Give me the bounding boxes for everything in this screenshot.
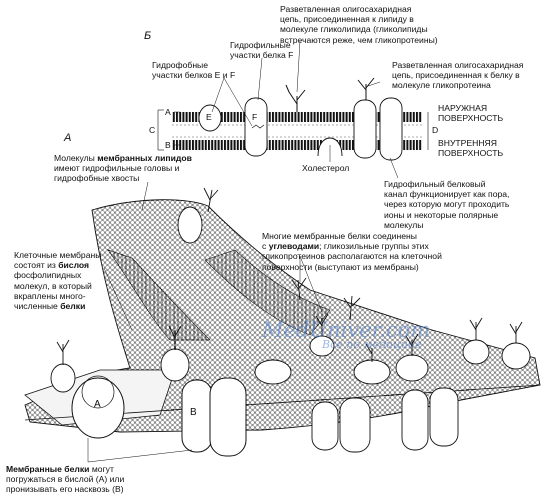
letter-d: D	[432, 125, 439, 135]
letter-b-layer: В	[165, 140, 171, 150]
letter-a-layer: А	[165, 107, 171, 117]
protein-e	[198, 104, 222, 132]
cholesterol-label: Холестерол	[302, 163, 350, 173]
inner-surface-label: ВНУТРЕННЯЯ ПОВЕРХНОСТЬ	[438, 138, 504, 159]
carbohydrates-label: Многие мембранные белки соединены с угле…	[262, 231, 442, 272]
letter-f: F	[252, 112, 258, 122]
cell-membranes-label: Клеточные мембраны состоят из бислоя фос…	[14, 250, 102, 312]
channel-label: Гидрофильный белковый канал функционируе…	[384, 179, 510, 230]
lipids-label: Молекулы мембранных липидов имеют гидроф…	[54, 153, 192, 184]
carbohydrate-chains	[56, 187, 523, 365]
glycolipid-chain-label: Разветвленная олигосахаридная цепь, прис…	[280, 4, 438, 45]
letter-e: E	[206, 112, 212, 122]
cross-section-membrane	[157, 40, 429, 179]
panel-b-letter: Б	[144, 30, 152, 42]
outer-surface-label: НАРУЖНАЯ ПОВЕРХНОСТЬ	[438, 103, 504, 124]
watermark-site: MedUniver.com	[262, 318, 431, 342]
hydrophobic-regions-label: Гидрофобные участки белков E и F	[152, 60, 236, 81]
protein-b-letter: B	[190, 407, 197, 418]
protein-a-letter: A	[94, 399, 101, 410]
bilayer-3d	[24, 181, 541, 463]
channel-protein	[353, 99, 377, 159]
protein-b-shape	[181, 379, 213, 453]
letter-c: C	[149, 125, 156, 135]
protein-f	[244, 97, 268, 157]
membrane-proteins-label: Мембранные белки могут погружаться в бис…	[6, 464, 125, 495]
glycoprotein-chain-label: Разветвленная олигосахаридная цепь, прис…	[392, 60, 524, 91]
watermark-subtitle: Все по медицине	[322, 338, 422, 351]
hydrophilic-regions-label: Гидрофильные участки белка F	[230, 40, 294, 61]
panel-a-letter: А	[64, 132, 72, 144]
